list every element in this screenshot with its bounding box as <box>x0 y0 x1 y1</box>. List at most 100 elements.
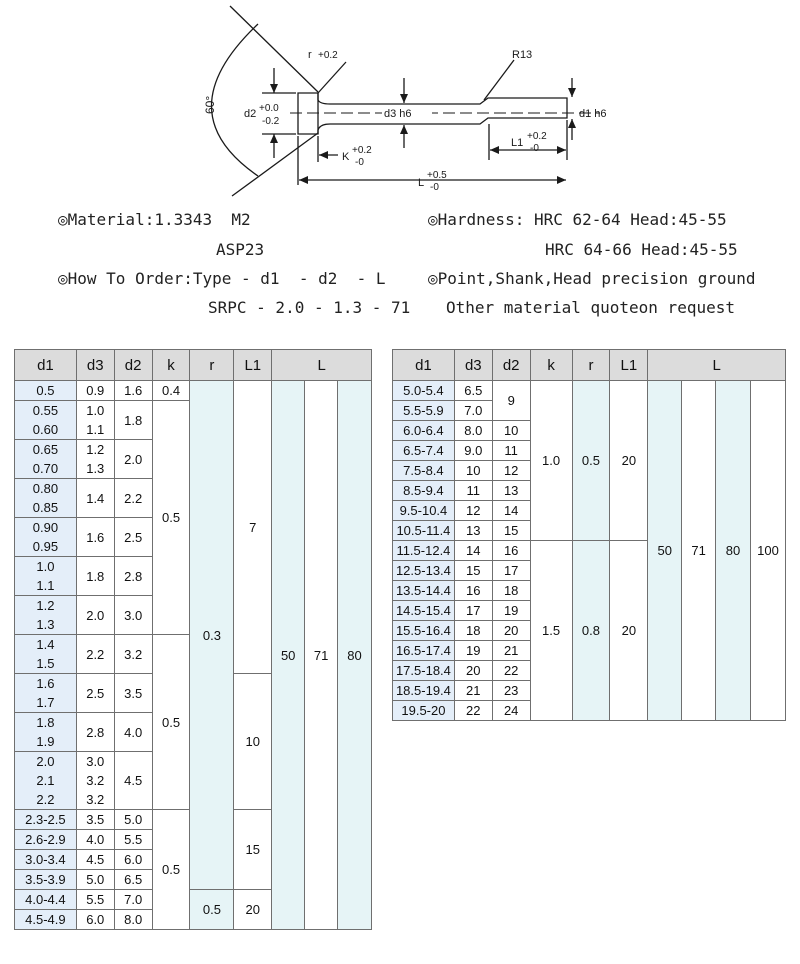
punch-body <box>297 92 568 135</box>
cell-value: 3.2 <box>86 792 105 807</box>
cell-value: 4.0 <box>86 832 105 847</box>
cell-value: 0.95 <box>32 539 59 554</box>
l-arrowhead-right <box>557 176 566 184</box>
d1-cell: 18.5-19.4 <box>392 680 455 701</box>
d2-cell: 16 <box>491 540 531 561</box>
d1-cell: 4.0-4.4 <box>14 889 77 910</box>
d3-arrowhead-bottom <box>400 125 408 134</box>
cell-value: 4.5-4.9 <box>25 912 66 927</box>
cell-value: 2.8 <box>86 724 105 740</box>
cell-value: 1.0 <box>86 403 105 418</box>
d1-cell: 19.5-20 <box>392 700 455 721</box>
d3-cell: 2.0 <box>75 595 115 635</box>
d2-cell: 4.5 <box>113 751 153 810</box>
l-arrowhead-left <box>299 176 308 184</box>
cell-value: 3.0 <box>86 754 105 769</box>
header-d1: d1 <box>14 349 77 381</box>
r-tolerance: +0.2 <box>318 50 338 61</box>
cell-value: 3.0-3.4 <box>25 852 66 867</box>
d3-cell: 12 <box>453 500 493 521</box>
cell-value: 2.0 <box>86 607 105 623</box>
k-cell: 1.0 <box>529 380 573 541</box>
d2-arrowhead-top <box>270 84 278 93</box>
d1-cell: 10.5-11.4 <box>392 520 455 541</box>
l1-tolerance-down: -0 <box>530 143 539 154</box>
cell-value: 0.55 <box>32 403 59 418</box>
d2-cell: 23 <box>491 680 531 701</box>
d2-cell: 9 <box>491 380 531 421</box>
header-l1: L1 <box>609 349 649 381</box>
cell-value: 1.0 <box>36 559 55 574</box>
cell-value: 0.70 <box>32 461 59 476</box>
d1-cell: 14.5-15.4 <box>392 600 455 621</box>
cone-line-bottom <box>231 132 319 197</box>
d3-cell: 20 <box>453 660 493 681</box>
d3-cell: 4.0 <box>75 829 115 850</box>
table-row: 4.5-4.9 6.0 8.0 <box>14 909 372 930</box>
l-cell: 71 <box>681 380 717 721</box>
d2-cell: 1.6 <box>113 380 153 401</box>
d1-cell: 17.5-18.4 <box>392 660 455 681</box>
cell-value: 2.1 <box>36 773 55 788</box>
l1-cell: 10 <box>233 673 273 810</box>
l1-arrowhead-left <box>490 146 499 154</box>
d1-cell: 12.5-13.4 <box>392 560 455 581</box>
d2-tolerance-up: +0.0 <box>259 103 279 114</box>
l1-cell: 20 <box>609 540 649 721</box>
cell-value: 0.65 <box>32 442 59 457</box>
angle-label: 60° <box>203 96 217 114</box>
d3-cell: 5.5 <box>75 889 115 910</box>
d1-cell: 0.90 0.95 <box>14 517 77 557</box>
d1-cell: 15.5-16.4 <box>392 620 455 641</box>
d2-cell: 3.5 <box>113 673 153 713</box>
cell-value: 2.6-2.9 <box>25 832 66 847</box>
l-tolerance-up: +0.5 <box>427 170 447 181</box>
l1-cell: 20 <box>233 889 273 930</box>
cell-value: 1.2 <box>86 442 105 457</box>
cell-value: 1.8 <box>36 715 55 730</box>
d2-cell: 17 <box>491 560 531 581</box>
d2-cell: 2.2 <box>113 478 153 518</box>
header-row: d1 d3 d2 k r L1 L <box>392 349 786 381</box>
d2-cell: 8.0 <box>113 909 153 930</box>
d3-cell: 2.8 <box>75 712 115 752</box>
d3-cell: 11 <box>453 480 493 501</box>
punch-diagram: r +0.2 R13 60° d2 +0.0 -0.2 d3 h6 d1 h6 … <box>203 5 607 197</box>
cell-value: 4.5 <box>86 852 105 867</box>
material-request-line: Other material quoteon request <box>446 298 735 317</box>
cell-value: 6.0 <box>86 912 105 927</box>
cell-value: 3.5-3.9 <box>25 872 66 887</box>
d3-cell: 3.5 <box>75 809 115 830</box>
d2-cell: 7.0 <box>113 889 153 910</box>
l-cell: 100 <box>749 380 787 721</box>
k-arrowhead <box>319 151 328 159</box>
cell-value: 0.5 <box>36 383 55 398</box>
d3-cell: 18 <box>453 620 493 641</box>
k-cell: 0.5 <box>151 634 191 810</box>
d1-arrowhead-bottom <box>568 119 576 128</box>
order-line: ◎How To Order:Type - d1 - d2 - L <box>58 269 386 288</box>
cell-value: 0.90 <box>32 520 59 535</box>
cell-value: 2.5 <box>86 685 105 701</box>
cell-value: 1.4 <box>36 637 55 652</box>
l1-cell: 20 <box>609 380 649 541</box>
